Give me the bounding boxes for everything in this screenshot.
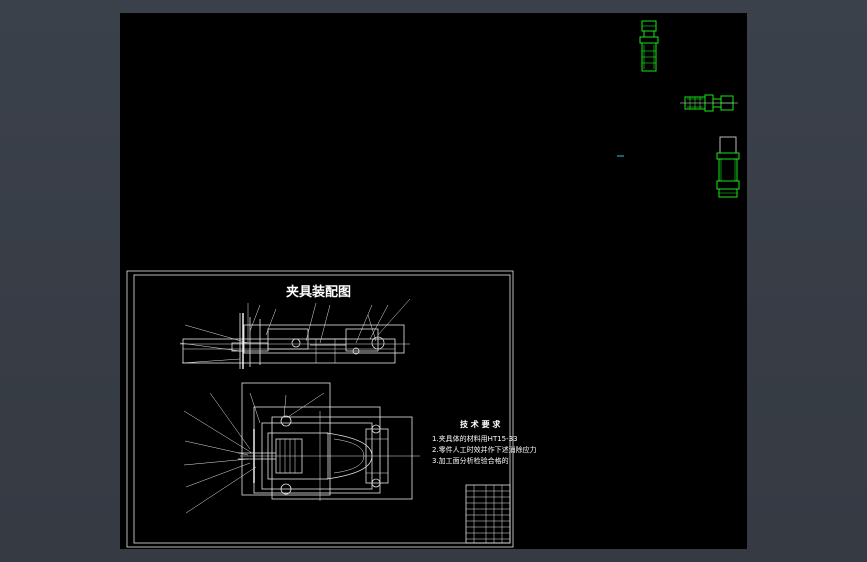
title-block[interactable] — [465, 484, 511, 544]
drawing-svg: 夹具装配图 — [126, 20, 740, 548]
requirement-2: 2.零件人工时效并作下述消除应力 — [432, 445, 537, 454]
bolt-detail-assembly[interactable] — [716, 136, 740, 198]
plan-view[interactable] — [183, 382, 420, 514]
requirement-1: 1.夹具体的材料用HT15-33 — [432, 434, 518, 443]
technical-requirements: 技 术 要 求 1.夹具体的材料用HT15-33 2.零件人工时效并作下述消除应… — [432, 419, 537, 465]
requirement-3: 3.加工面分析检验合格的 — [432, 456, 509, 465]
bolt-detail-horizontal[interactable] — [680, 94, 738, 112]
sheet-frame — [126, 270, 514, 548]
drawing-canvas[interactable]: 夹具装配图 — [120, 13, 747, 549]
bolt-detail-vertical[interactable] — [639, 20, 659, 72]
sheet-title: 夹具装配图 — [286, 284, 351, 300]
side-view[interactable] — [179, 298, 411, 369]
requirements-heading: 技 术 要 求 — [460, 419, 501, 429]
